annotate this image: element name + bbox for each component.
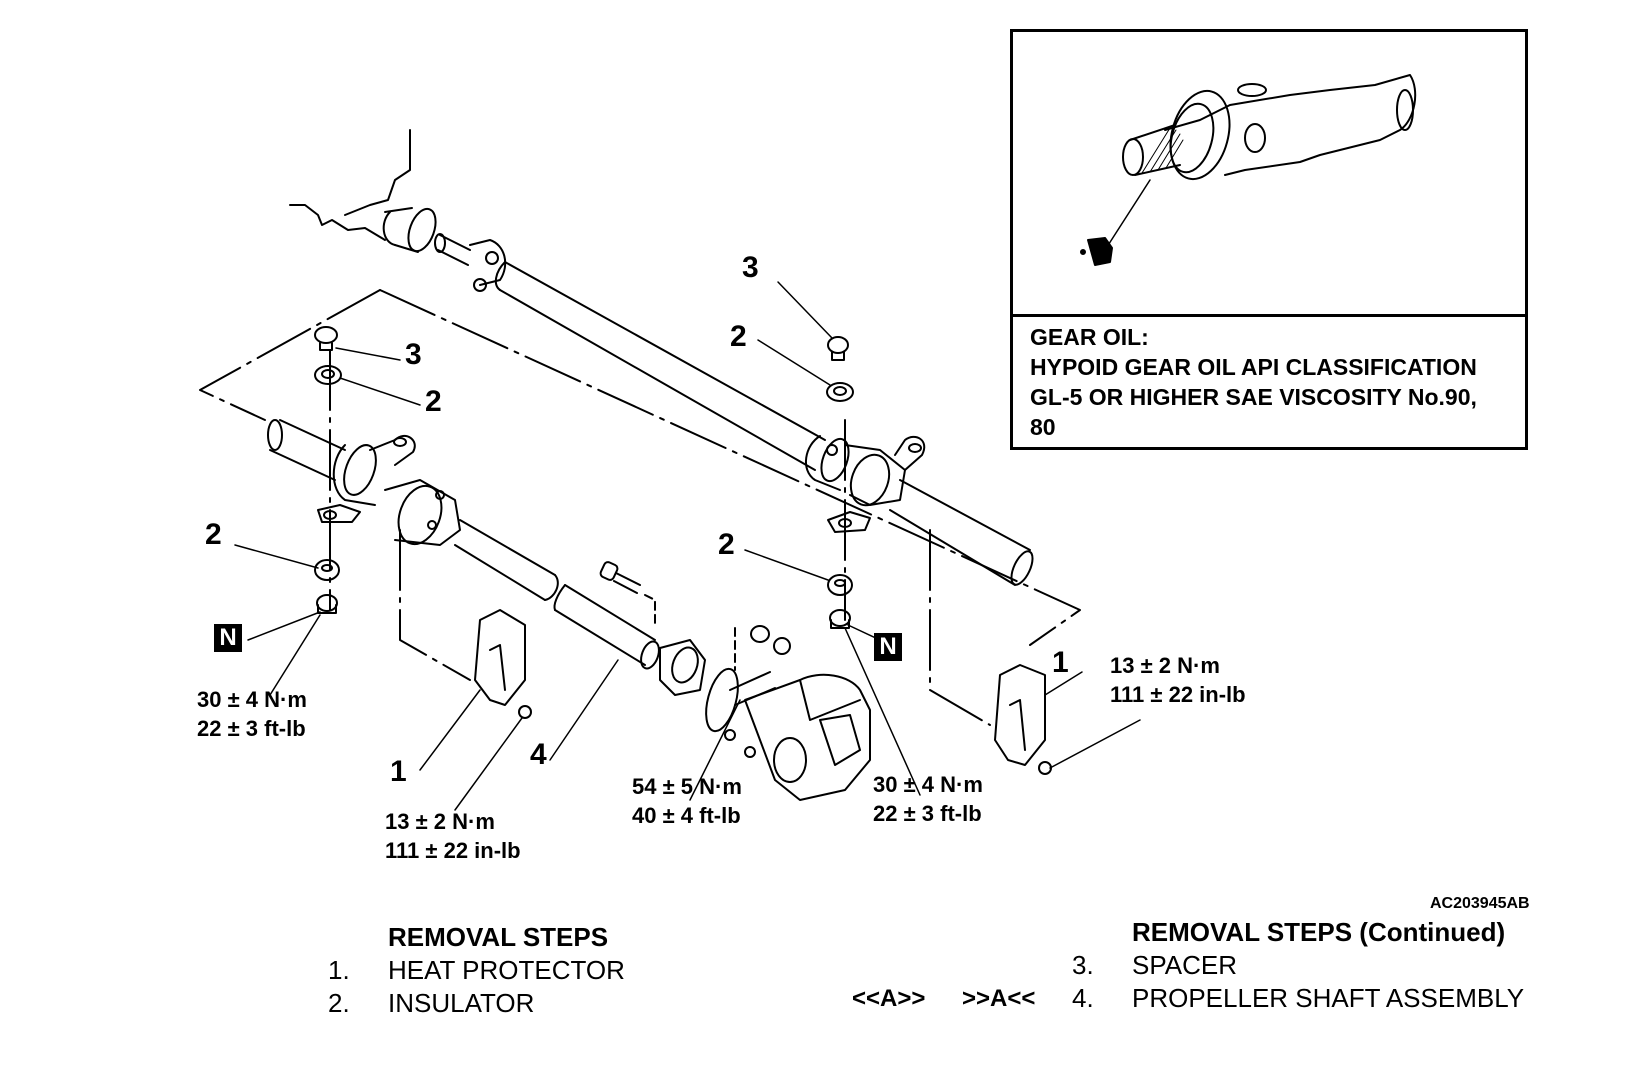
oil-can-icon: [1087, 237, 1113, 266]
callout-right-3: 3: [742, 251, 759, 284]
gear-oil-line-3: 80: [1030, 414, 1056, 440]
left-insulator-lower-2: [314, 559, 340, 581]
right-insulator-lower-2: [827, 574, 853, 596]
torque-left-protector-nm: 13 ± 2 N·m: [385, 809, 495, 834]
vehicle-floor-outline: [289, 129, 411, 241]
callout-left-2-lower: 2: [205, 518, 222, 551]
callout-part-4: 4: [530, 738, 547, 771]
front-propeller-shaft: [434, 233, 826, 471]
figure-id: AC203945AB: [1430, 895, 1530, 912]
step-label: HEAT PROTECTOR: [388, 955, 625, 985]
torque-left-protector-bolt: 13 ± 2 N·m 111 ± 22 in-lb: [385, 807, 521, 865]
torque-left-nut-ftlb: 22 ± 3 ft-lb: [197, 716, 306, 741]
flange-bolt: [599, 561, 656, 626]
right-insulator-upper-2: [826, 382, 854, 402]
callout-left-2-upper: 2: [425, 385, 442, 418]
inset-yoke-drawing: [1080, 74, 1417, 266]
right-heat-protector: [994, 664, 1052, 775]
step-number: 2.: [328, 988, 350, 1018]
differential-carrier: [705, 625, 871, 801]
installation-ref-right: >>A<<: [962, 985, 1036, 1012]
step-number: 1.: [328, 955, 350, 985]
torque-left-nut: 30 ± 4 N·m 22 ± 3 ft-lb: [197, 685, 307, 743]
new-part-badge-left: N: [214, 624, 242, 652]
gear-oil-line-2: GL-5 OR HIGHER SAE VISCOSITY No.90,: [1030, 384, 1477, 410]
removal-ref-left: <<A>>: [852, 985, 926, 1012]
callout-right-2-lower: 2: [718, 528, 735, 561]
gear-oil-inset: GEAR OIL: HYPOID GEAR OIL API CLASSIFICA…: [1010, 29, 1528, 450]
torque-left-protector-inlb: 111 ± 22 in-lb: [385, 838, 521, 863]
gear-oil-line-1: HYPOID GEAR OIL API CLASSIFICATION: [1030, 354, 1477, 380]
inset-divider: [1013, 314, 1525, 317]
left-heat-protector: [474, 609, 532, 719]
right-center-bearing: [805, 435, 1034, 586]
transmission-seal: [382, 207, 437, 253]
step-label: SPACER: [1132, 950, 1237, 980]
leader-lines: [234, 281, 1141, 811]
right-assembly-dashed-outline: [379, 289, 1081, 726]
torque-right-nut: 30 ± 4 N·m 22 ± 3 ft-lb: [873, 770, 983, 828]
torque-right-protector-nm: 13 ± 2 N·m: [1110, 653, 1220, 678]
left-assembly-dashed-outline: [199, 289, 471, 681]
callout-left-1: 1: [390, 755, 407, 788]
callout-right-2-upper: 2: [730, 320, 747, 353]
torque-flange-bolt: 54 ± 5 N·m 40 ± 4 ft-lb: [632, 772, 742, 830]
torque-right-protector-bolt: 13 ± 2 N·m 111 ± 22 in-lb: [1110, 651, 1246, 709]
torque-right-protector-inlb: 111 ± 22 in-lb: [1110, 682, 1246, 707]
left-nut: [316, 594, 338, 614]
right-spacer-3: [827, 336, 849, 361]
right-nut: [829, 609, 851, 629]
torque-right-nut-ftlb: 22 ± 3 ft-lb: [873, 801, 982, 826]
rear-propeller-shaft: [553, 584, 706, 696]
left-insulator-upper-2: [314, 365, 342, 385]
left-center-bearing: [267, 419, 559, 601]
step-number: 3.: [1072, 950, 1094, 980]
gear-oil-title: GEAR OIL:: [1030, 324, 1149, 350]
new-part-badge-right: N: [874, 633, 902, 661]
gear-oil-spec: GEAR OIL: HYPOID GEAR OIL API CLASSIFICA…: [1030, 322, 1477, 442]
step-number: 4.: [1072, 983, 1094, 1013]
removal-steps-continued-title: REMOVAL STEPS (Continued): [1132, 917, 1506, 947]
left-spacer-3: [314, 326, 338, 351]
removal-steps-title: REMOVAL STEPS: [388, 922, 609, 952]
callout-left-3: 3: [405, 338, 422, 371]
torque-right-nut-nm: 30 ± 4 N·m: [873, 772, 983, 797]
torque-flange-nm: 54 ± 5 N·m: [632, 774, 742, 799]
callout-right-1: 1: [1052, 646, 1069, 679]
step-label: PROPELLER SHAFT ASSEMBLY: [1132, 983, 1525, 1013]
torque-flange-ftlb: 40 ± 4 ft-lb: [632, 803, 741, 828]
torque-left-nut-nm: 30 ± 4 N·m: [197, 687, 307, 712]
step-label: INSULATOR: [388, 988, 535, 1018]
